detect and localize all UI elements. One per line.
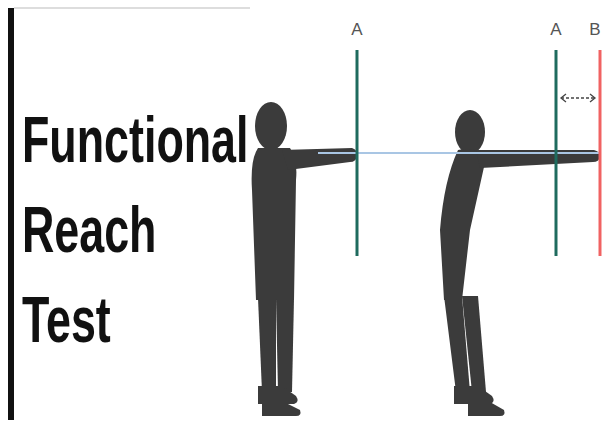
start-marker-line <box>356 50 359 256</box>
distance-arrow <box>561 94 595 102</box>
line-label: A <box>351 20 362 40</box>
side-bar <box>8 8 14 420</box>
start-marker-line <box>555 50 558 256</box>
line-label: B <box>589 20 600 40</box>
leaning-figure <box>440 110 600 416</box>
line-label: A <box>550 20 561 40</box>
end-marker-line <box>599 50 602 256</box>
top-rule <box>14 8 250 9</box>
title-text: Functional Reach Test <box>22 95 330 365</box>
reach-line <box>318 152 600 154</box>
standing-figure <box>252 102 358 416</box>
